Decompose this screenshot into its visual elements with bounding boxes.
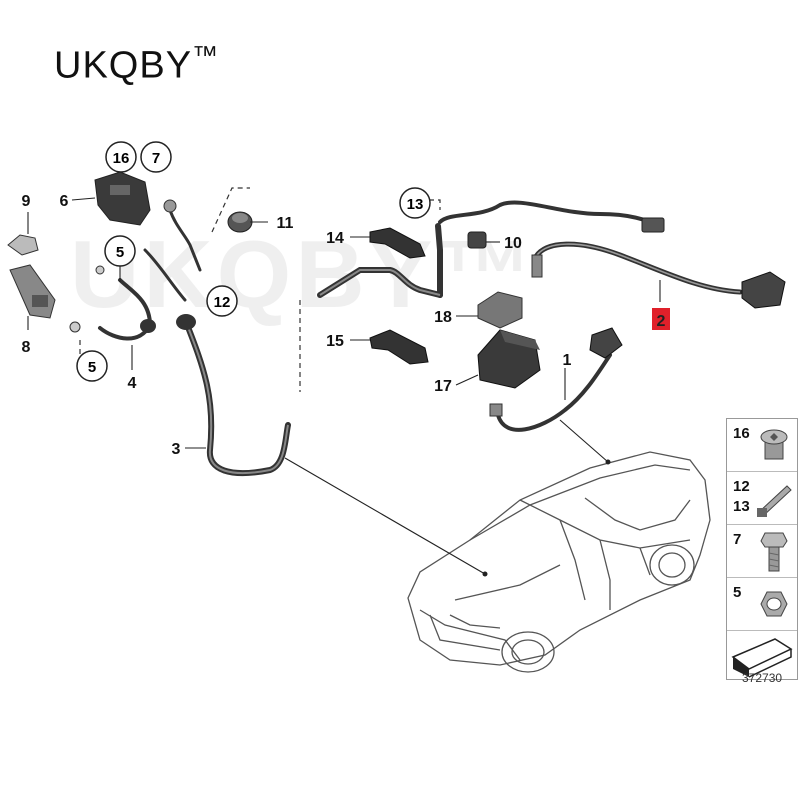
cable-2 bbox=[532, 241, 743, 295]
hex-nut-icon bbox=[760, 591, 788, 617]
part-17-relay bbox=[477, 329, 541, 389]
cable-6-7 bbox=[143, 208, 202, 302]
legend-row-plate bbox=[727, 631, 797, 679]
callout-17-label: 17 bbox=[434, 378, 452, 395]
cable-tie-icon bbox=[757, 485, 792, 517]
part-10-grommet bbox=[467, 231, 487, 249]
callout-10-label: 10 bbox=[504, 235, 522, 252]
part-6-junction-block bbox=[94, 171, 151, 226]
part-2-connector bbox=[531, 254, 786, 309]
callout-12-label: 12 bbox=[214, 294, 231, 311]
callout-6-label: 6 bbox=[60, 193, 69, 210]
part-14-bracket bbox=[369, 227, 426, 259]
part-15-bracket bbox=[369, 329, 429, 365]
legend-row-16: 16 bbox=[727, 419, 797, 472]
callout-13: 13 bbox=[399, 187, 431, 219]
callout-5-top: 5 bbox=[104, 235, 136, 267]
part-5-terminal-eyes bbox=[69, 199, 177, 333]
part-9-clamp bbox=[7, 234, 39, 256]
part-11-grommet bbox=[227, 211, 253, 233]
callout-2-highlighted: 2 bbox=[652, 308, 670, 330]
callout-8-label: 8 bbox=[22, 339, 31, 356]
callout-5-bottom-label: 5 bbox=[88, 359, 96, 376]
dashed-connectors bbox=[79, 187, 441, 392]
part-18-cover bbox=[477, 291, 523, 329]
callout-12: 12 bbox=[206, 285, 238, 317]
leader-dot-front bbox=[482, 571, 488, 577]
part-8-terminal bbox=[9, 264, 56, 319]
callout-4-label: 4 bbox=[128, 375, 137, 392]
callout-13-label: 13 bbox=[407, 196, 424, 213]
cable-2-core bbox=[534, 243, 741, 293]
callout-1-label: 1 bbox=[563, 352, 572, 369]
callout-5-top-label: 5 bbox=[116, 244, 124, 261]
diagram-number: 372730 bbox=[742, 671, 783, 685]
callout-18-label: 18 bbox=[434, 309, 452, 326]
callout-11-label: 11 bbox=[277, 215, 294, 232]
callout-7: 7 bbox=[140, 141, 172, 173]
cable-3-core bbox=[185, 269, 441, 474]
part-12-clip bbox=[140, 314, 196, 333]
legend-row-5: 5 bbox=[727, 578, 797, 631]
trademark-symbol: ™ bbox=[192, 40, 220, 70]
part-13-plug bbox=[641, 217, 665, 233]
callout-2-label: 2 bbox=[657, 313, 666, 330]
callout-14-label: 14 bbox=[326, 230, 344, 247]
callout-16: 16 bbox=[105, 141, 137, 173]
car-outline bbox=[407, 451, 711, 673]
hex-bolt-icon bbox=[760, 532, 788, 572]
torx-bolt-icon bbox=[760, 429, 788, 460]
leader-lines bbox=[27, 197, 661, 575]
callout-5-bottom: 5 bbox=[76, 350, 108, 382]
callout-15-label: 15 bbox=[326, 333, 344, 350]
callout-3-label: 3 bbox=[172, 441, 181, 458]
part-1-connector bbox=[489, 327, 623, 417]
cable-13-upper bbox=[438, 200, 652, 224]
brand-name: UKQBY bbox=[54, 44, 193, 87]
legend-row-7: 7 bbox=[727, 525, 797, 578]
callout-16-label: 16 bbox=[113, 150, 130, 167]
leader-dot-rear bbox=[605, 459, 611, 465]
callout-9-label: 9 bbox=[22, 193, 31, 210]
cable-1 bbox=[496, 353, 612, 432]
callout-7-label: 7 bbox=[152, 150, 160, 167]
legend-number: 7 bbox=[733, 531, 742, 548]
legend-number: 16 bbox=[733, 425, 750, 442]
shim-plate-icon bbox=[731, 638, 793, 678]
legend-number: 13 bbox=[733, 498, 750, 515]
legend-row-12-13: 12 13 bbox=[727, 472, 797, 525]
legend-number: 12 bbox=[733, 478, 750, 495]
brand-logo: UKQBY™ bbox=[54, 40, 219, 88]
legend-number: 5 bbox=[733, 584, 742, 601]
fastener-legend: 16 12 13 7 5 bbox=[726, 418, 798, 680]
